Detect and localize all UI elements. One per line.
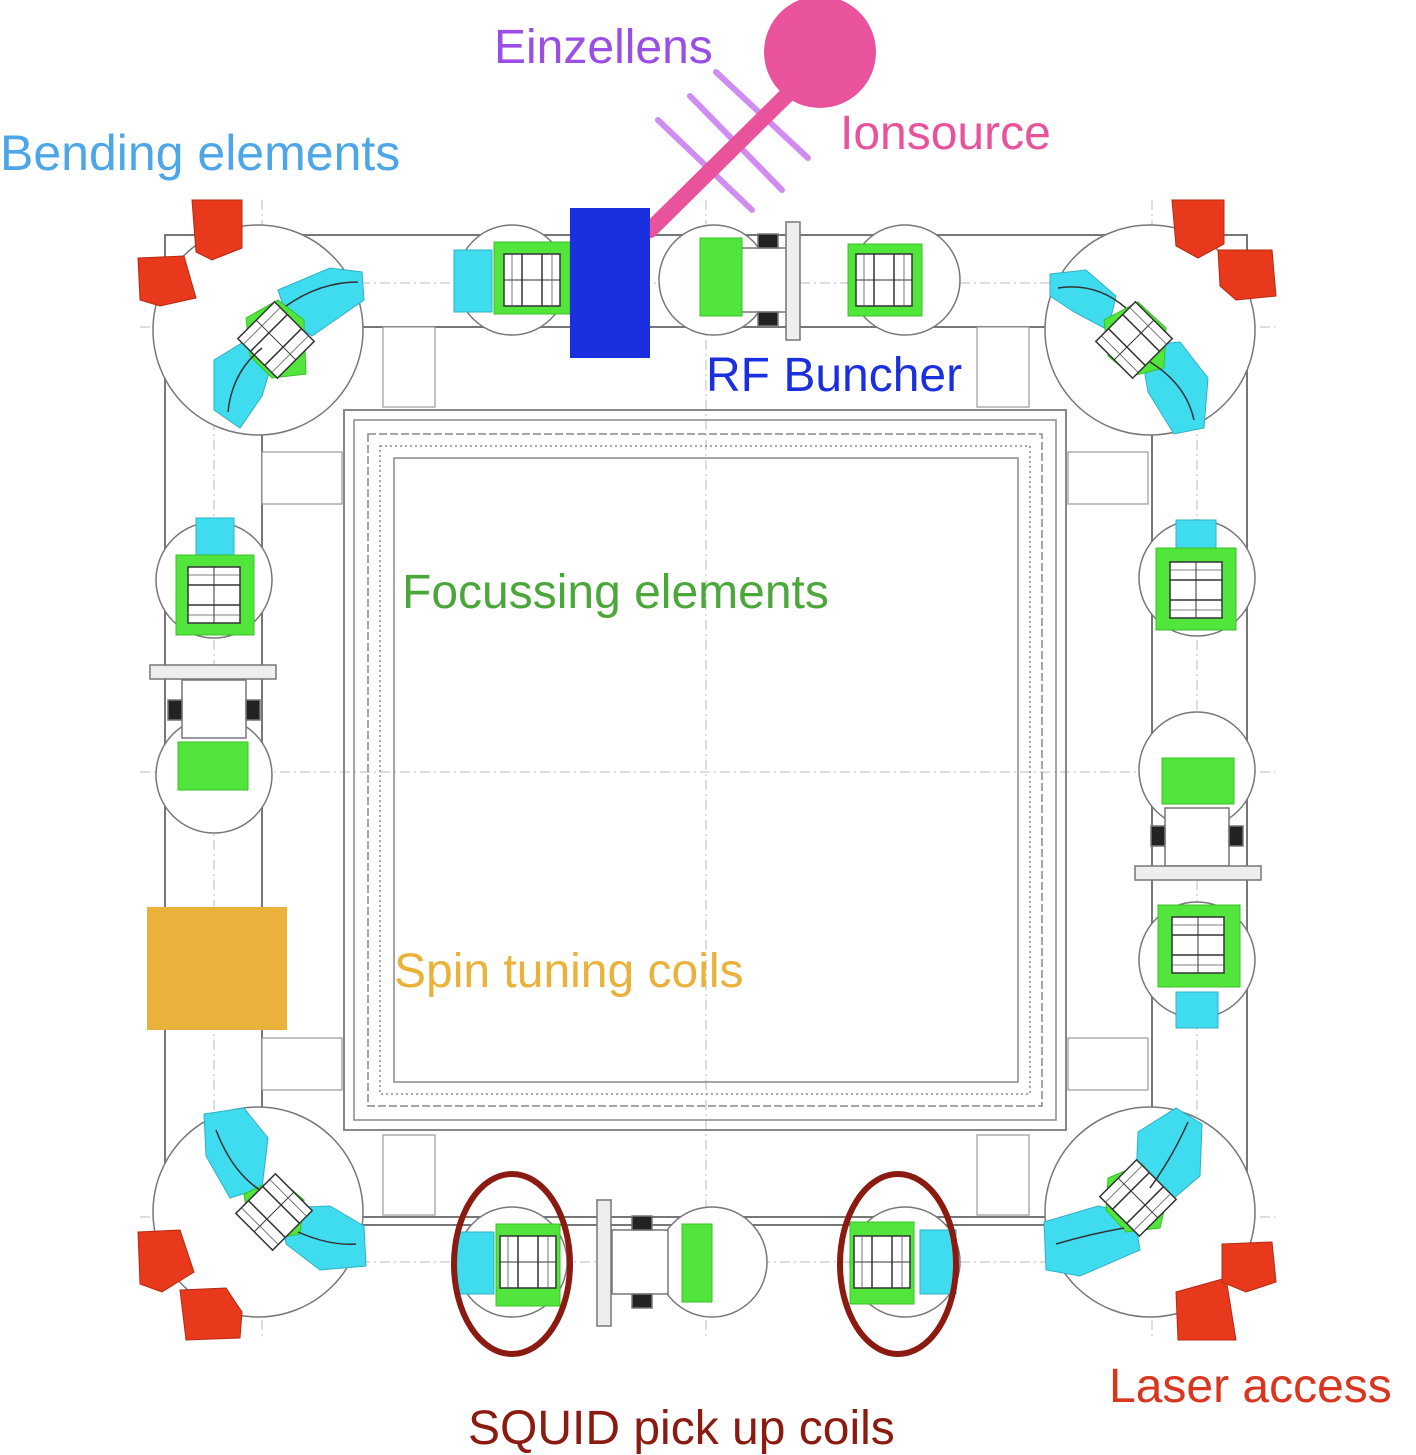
label-laser-access: Laser access <box>1109 1360 1392 1413</box>
label-focussing-elements: Focussing elements <box>402 566 829 619</box>
connector-plates <box>261 326 1149 1216</box>
label-bending-elements: Bending elements <box>0 125 401 181</box>
vacuum-flanges <box>152 224 1256 1318</box>
laser-access-markers <box>137 199 1277 1341</box>
bellows <box>149 221 1262 1327</box>
inner-chamber <box>343 409 1067 1131</box>
label-squid-pickup-coils: SQUID pick up coils <box>468 1402 895 1455</box>
label-rf-buncher: RF Buncher <box>706 349 963 402</box>
spin-tuning-coil-block <box>147 907 287 1030</box>
ionsource-shape <box>642 0 876 238</box>
bending-element-markers <box>195 249 1219 1295</box>
label-ionsource: Ionsource <box>840 107 1051 160</box>
bending-arcs <box>215 281 1195 1245</box>
label-spin-tuning-coils: Spin tuning coils <box>394 945 744 998</box>
squid-pickup-rings <box>451 1171 959 1357</box>
rf-buncher-block <box>570 208 650 358</box>
label-einzellens: Einzellens <box>494 21 713 74</box>
